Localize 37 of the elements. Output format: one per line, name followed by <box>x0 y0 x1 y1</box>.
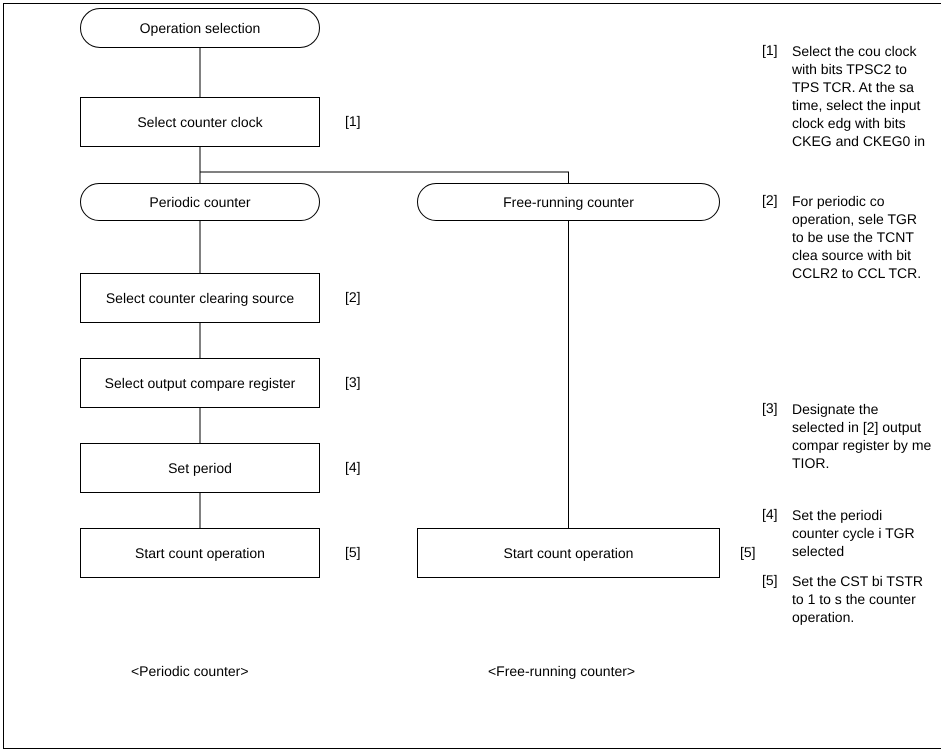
node-text: Select output compare register <box>104 375 296 391</box>
terminal-shape <box>80 8 320 48</box>
caption: <Free-running counter> <box>488 663 636 679</box>
node-text: Select counter clock <box>137 114 263 130</box>
process-box <box>80 358 320 408</box>
step-number: [4] <box>345 459 361 475</box>
note-number: [4] <box>762 506 778 522</box>
process-box <box>80 273 320 323</box>
note-number: [1] <box>762 42 778 58</box>
step-number: [1] <box>345 113 361 129</box>
process-box <box>80 528 320 578</box>
node-text: Start count operation <box>135 545 265 561</box>
step-number: [2] <box>345 289 361 305</box>
node-text: Free-running counter <box>503 194 634 210</box>
note-text: Select the cou clock with bits TPSC2 to TPS TCR. At the sa time, select the input clock edg with bits CKEG and CKEG0 in <box>792 42 926 150</box>
caption: <Periodic counter> <box>131 663 249 679</box>
note-number: [5] <box>762 572 778 588</box>
terminal-shape <box>80 183 320 221</box>
process-box <box>417 528 720 578</box>
note-text: Set the CST bi TSTR to 1 to s the counter operation. <box>792 572 924 626</box>
note-number: [2] <box>762 192 778 208</box>
node-text: Select counter clearing source <box>106 290 294 306</box>
connector-line <box>568 220 569 528</box>
node-text: Set period <box>168 460 232 476</box>
step-number: [3] <box>345 374 361 390</box>
note-number: [3] <box>762 400 778 416</box>
note-text: Designate the selected in [2] output compar register by me TIOR. <box>792 400 932 472</box>
node-text: Periodic counter <box>149 194 251 210</box>
node-text: Start count operation <box>504 545 634 561</box>
process-box <box>80 443 320 493</box>
note-text: For periodic co operation, sele TGR to be use the TCNT clea source with bit CCLR2 to CCL TCR. <box>792 192 922 282</box>
step-number: [5] <box>740 544 756 560</box>
step-number: [5] <box>345 544 361 560</box>
process-box <box>80 97 320 147</box>
note-text: Set the periodi counter cycle i TGR selected <box>792 506 916 560</box>
node-text: Operation selection <box>140 20 260 36</box>
terminal-shape <box>417 183 720 221</box>
